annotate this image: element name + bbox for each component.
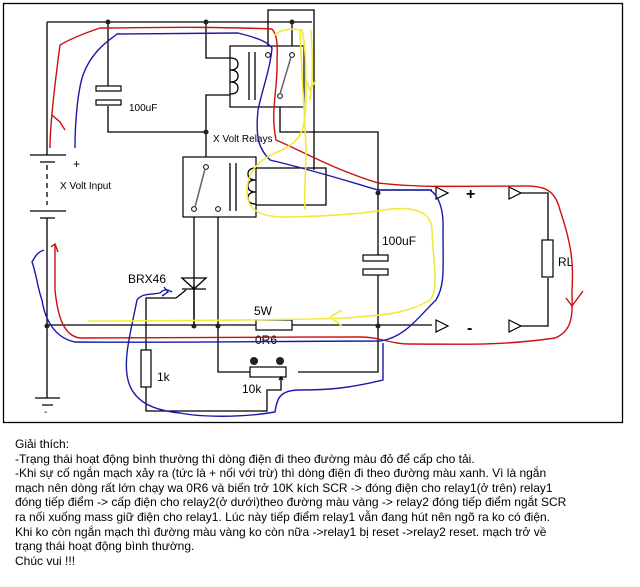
current-path-blue [31, 32, 444, 417]
capacitor-top: 100uF [95, 85, 157, 114]
explanation-line: Khi ko còn ngắn mạch thì đường màu vàng … [15, 524, 547, 539]
current-path-red [49, 26, 574, 345]
yellow-arrow-top [305, 29, 317, 101]
input-plus-sign: + [73, 157, 80, 171]
red-arrow-left [50, 242, 59, 253]
potentiometer-10k: 10k [242, 366, 287, 396]
load-resistor: RL [541, 239, 574, 278]
junction-dots [44, 19, 381, 329]
output-minus-sign: - [467, 320, 472, 337]
resistor-1k: 1k [140, 349, 171, 388]
contact-dot [250, 357, 258, 365]
capacitor-right-label: 100uF [382, 234, 416, 248]
blue-arrow-gate [161, 286, 170, 297]
load-label: RL [558, 255, 574, 269]
schematic-frame [2, 2, 624, 424]
explanation-text: Giải thích: -Trạng thái hoạt động bình t… [15, 437, 635, 568]
resistor-1k-label: 1k [157, 370, 171, 384]
relay-2 [182, 156, 257, 218]
explanation-title: Giải thích: [15, 437, 70, 451]
circuit-schematic: 100uF X Volt Relays + X Volt Input - [2, 2, 624, 424]
scr-label: BRX46 [128, 272, 166, 286]
ground-symbol: - [35, 397, 60, 418]
explanation-line: đóng tiếp điểm -> cấp điện cho relay2(ở … [15, 495, 567, 510]
capacitor-right: 100uF [362, 234, 416, 276]
explanation-line: -Trạng thái hoạt động bình thường thì dò… [15, 451, 475, 466]
explanation-line: mạch nên dòng rất lớn chạy wa 0R6 và biế… [15, 480, 553, 495]
capacitor-top-label: 100uF [129, 103, 157, 114]
resistor-shunt-value: 0R6 [255, 333, 277, 347]
scr-thyristor: BRX46 [128, 272, 208, 290]
red-arrow-top [51, 114, 66, 131]
explanation-line: -Khi sự cố ngắn mạch xảy ra (tức là + nố… [15, 466, 547, 481]
output-plus-sign: + [466, 186, 475, 203]
contact-dot [276, 357, 284, 365]
explanation-signoff: Chúc vui !!! [15, 553, 76, 568]
relays-label: X Volt Relays [213, 134, 272, 145]
resistor-shunt-power: 5W [254, 304, 273, 318]
explanation-line: ra nối xuống mass giữ điện cho relay1. L… [15, 509, 551, 524]
resistor-shunt: 5W 0R6 [254, 304, 293, 347]
input-label: X Volt Input [60, 181, 111, 192]
explanation-line: trạng thái hoạt động bình thường. [15, 539, 195, 554]
svg-text:-: - [44, 407, 47, 418]
output-terminals: + - [435, 186, 523, 337]
potentiometer-label: 10k [242, 382, 262, 396]
current-path-yellow [87, 28, 436, 327]
red-arrow-right [565, 290, 584, 308]
battery-input: + X Volt Input [30, 154, 111, 219]
